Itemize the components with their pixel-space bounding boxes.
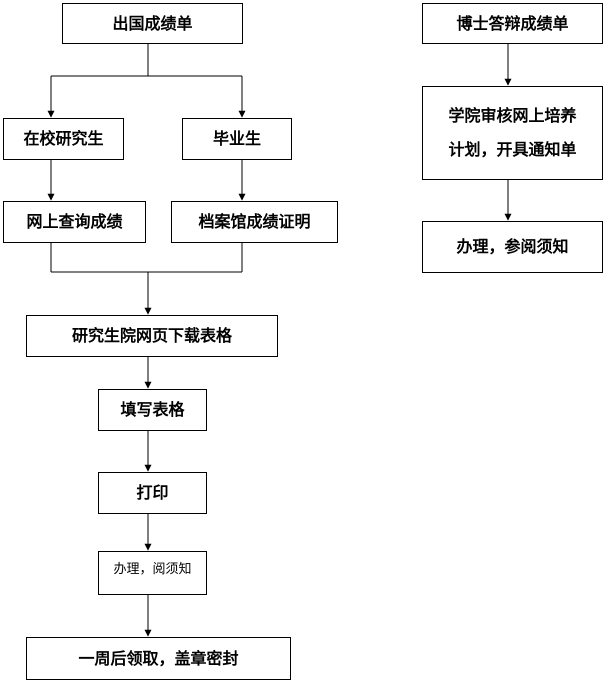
node-fill-form: 填写表格 — [98, 389, 207, 431]
node-label: 博士答辩成绩单 — [456, 13, 569, 33]
node-label: 办理，阅须知 — [113, 562, 192, 577]
node-download-form: 研究生院网页下载表格 — [26, 315, 278, 357]
node-transcript-abroad: 出国成绩单 — [62, 3, 243, 44]
node-online-query: 网上查询成绩 — [3, 201, 146, 243]
node-print: 打印 — [98, 472, 207, 514]
node-defense-transcript: 博士答辩成绩单 — [422, 3, 603, 44]
node-label-group: 学院审核网上培养 计划，开具通知单 — [448, 103, 576, 162]
node-label: 在校研究生 — [23, 129, 104, 149]
node-label-line1: 学院审核网上培养 — [448, 106, 577, 126]
node-review: 学院审核网上培养 计划，开具通知单 — [422, 86, 603, 180]
node-label: 毕业生 — [212, 129, 261, 149]
node-label: 档案馆成绩证明 — [198, 212, 311, 232]
node-label: 出国成绩单 — [112, 13, 193, 33]
node-handle-notice: 办理，阅须知 — [98, 551, 207, 595]
node-archive-proof: 档案馆成绩证明 — [171, 201, 338, 243]
node-label-line2: 计划，开具通知单 — [448, 140, 577, 159]
node-label: 打印 — [136, 483, 169, 503]
node-graduate: 毕业生 — [182, 118, 292, 160]
node-label: 网上查询成绩 — [26, 212, 123, 232]
node-label: 办理，参阅须知 — [456, 237, 569, 257]
node-collect: 一周后领取，盖章密封 — [26, 637, 291, 680]
node-label: 填写表格 — [120, 400, 185, 420]
node-label: 研究生院网页下载表格 — [71, 326, 232, 346]
node-label: 一周后领取，盖章密封 — [78, 648, 239, 668]
node-current-student: 在校研究生 — [3, 118, 124, 160]
node-right-handle: 办理，参阅须知 — [422, 221, 603, 273]
